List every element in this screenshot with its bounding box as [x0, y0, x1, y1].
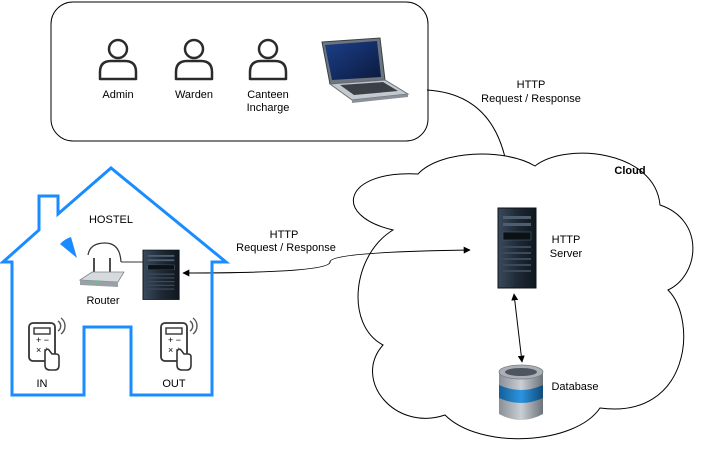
router-icon — [78, 242, 125, 287]
router-label: Router — [86, 295, 119, 307]
server-label-line2: Server — [550, 248, 583, 260]
cloud: Cloud HTTP Server Database — [352, 152, 694, 440]
role-admin: Admin — [98, 38, 138, 101]
link-label-line1: HTTP — [270, 229, 299, 241]
users-box: Admin Warden Canteen Incharge — [50, 1, 429, 142]
in-label: IN — [37, 378, 48, 390]
in-device: IN — [28, 317, 66, 390]
server-tower-icon — [142, 249, 180, 301]
rfid-reader-icon — [28, 317, 66, 371]
local-server — [142, 249, 180, 301]
server-label-line1: HTTP — [552, 234, 581, 246]
out-label: OUT — [162, 378, 186, 390]
laptop-icon — [321, 37, 410, 103]
cloud-label: Cloud — [614, 165, 645, 177]
link-label-line1: HTTP — [517, 79, 546, 91]
hostel: HOSTEL Router IN O — [0, 166, 231, 397]
database-icon — [498, 364, 544, 420]
server-tower-icon — [497, 207, 537, 289]
server-database-link — [511, 293, 525, 363]
link-label-line2: Request / Response — [236, 242, 336, 254]
role-label-line2: Incharge — [247, 102, 290, 114]
house-outline — [0, 166, 231, 397]
out-device: OUT — [160, 317, 198, 390]
database: Database — [498, 364, 599, 420]
link-label-line2: Request / Response — [481, 93, 581, 105]
http-server: HTTP Server — [497, 207, 583, 289]
role-label: Warden — [175, 89, 213, 101]
role-warden: Warden — [174, 38, 214, 101]
role-label: Admin — [102, 89, 133, 101]
rfid-reader-icon — [160, 317, 198, 371]
role-label: Canteen — [247, 89, 289, 101]
database-label: Database — [551, 381, 598, 393]
hostel-label: HOSTEL — [89, 214, 133, 226]
router: Router — [78, 242, 125, 307]
hostel-server-link: HTTP Request / Response — [182, 229, 471, 277]
wifi-icon — [60, 237, 77, 258]
role-canteen-incharge: Canteen Incharge — [247, 38, 290, 114]
